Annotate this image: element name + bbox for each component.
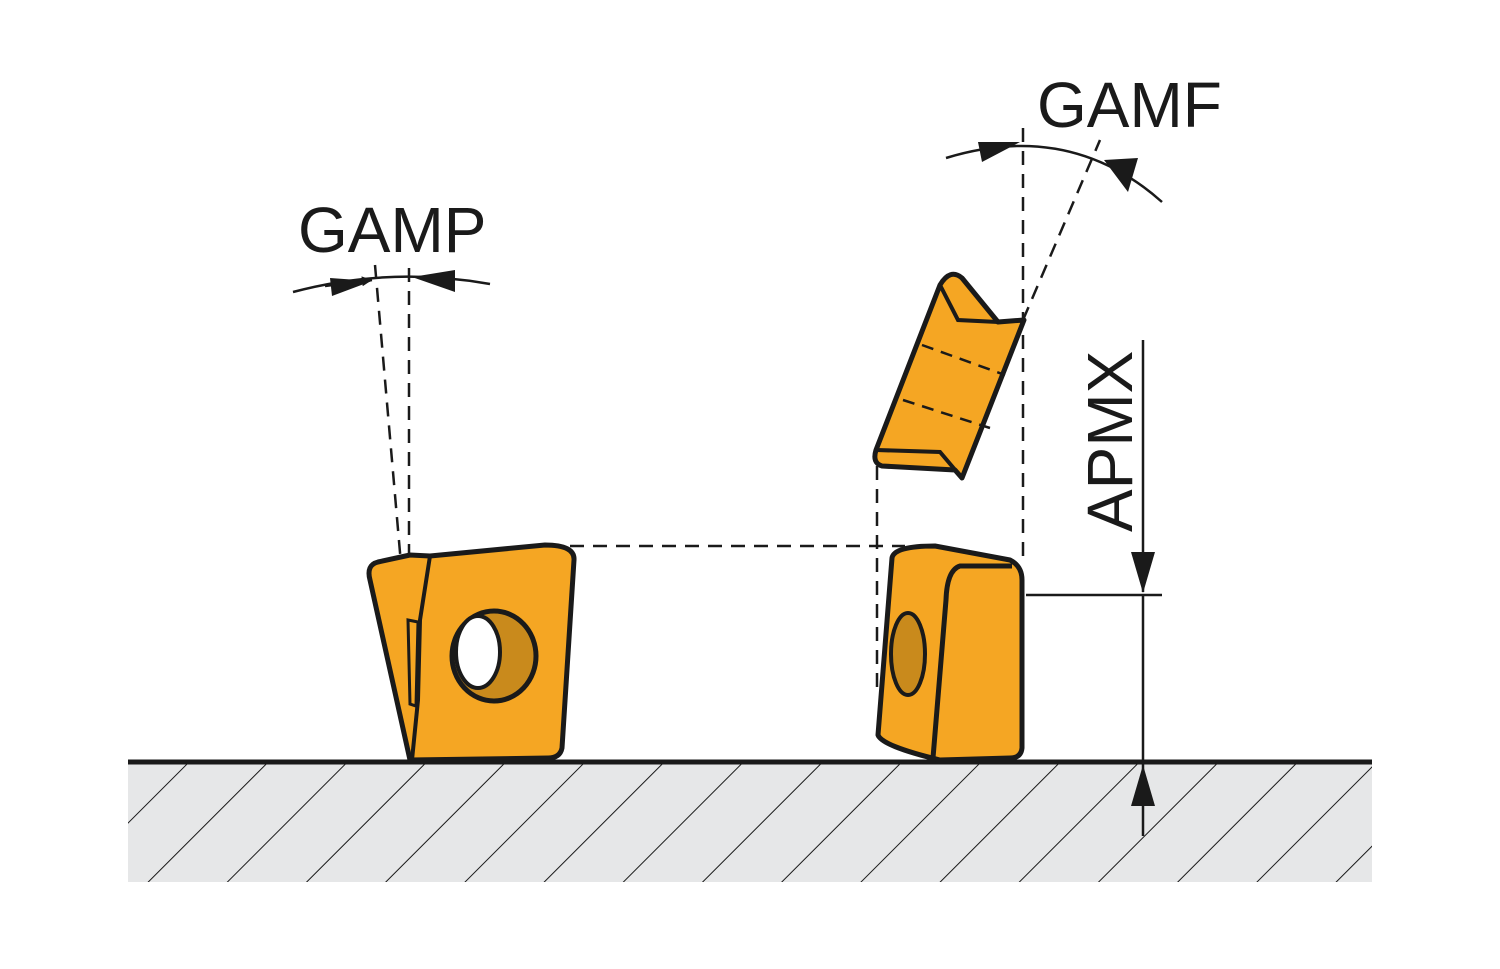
- gamp-label: GAMP: [298, 194, 486, 266]
- gamf-label: GAMF: [1037, 69, 1222, 141]
- gamf-arrow-left: [978, 142, 1020, 162]
- right-insert-side: [875, 543, 1025, 763]
- gamp-arrow-right: [412, 270, 455, 292]
- workpiece: [128, 759, 1372, 882]
- left-insert: [366, 542, 577, 763]
- gamf-dimension: GAMF: [945, 69, 1222, 203]
- gamp-dimension: GAMP: [292, 194, 491, 296]
- gamf-arrow-right: [1104, 158, 1138, 192]
- right-insert-tilted: [872, 271, 1027, 481]
- screw-hole: [449, 608, 539, 704]
- apmx-arrow-bottom: [1131, 765, 1155, 806]
- apmx-dimension: APMX: [1026, 340, 1162, 836]
- gamp-arrow-left: [330, 278, 372, 296]
- apmx-label: APMX: [1074, 351, 1146, 532]
- apmx-arrow-top: [1131, 552, 1155, 593]
